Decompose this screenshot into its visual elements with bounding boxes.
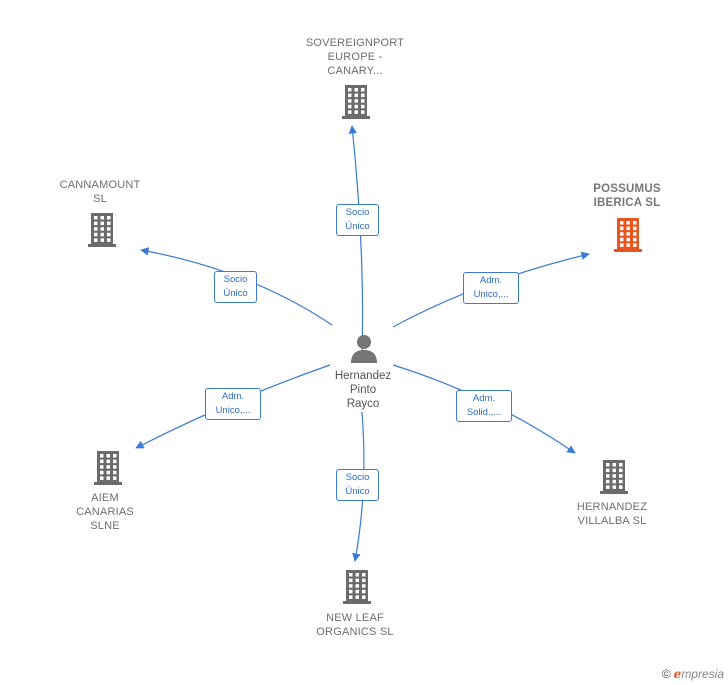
relation-label-aiem[interactable]: Adm. Unico,... [205,388,261,420]
relation-label-hernandez-villalba[interactable]: Adm. Solid.,... [456,390,512,422]
person-icon[interactable] [349,333,379,368]
company-label-hernandez-villalba[interactable]: HERNANDEZ VILLALBA SL [576,501,648,527]
company-label-sovereignport[interactable]: SOVEREIGNPORT EUROPE - CANARY... [305,37,405,77]
relation-label-sovereignport[interactable]: Socio Único [336,204,379,236]
relation-label-possumus[interactable]: Adm. Unico,... [463,272,519,304]
company-label-new-leaf[interactable]: NEW LEAF ORGANICS SL [316,612,394,638]
company-label-cannamount[interactable]: CANNAMOUNT SL [59,179,141,205]
copyright-icon: © [661,667,671,681]
building-icon-new-leaf[interactable] [343,570,371,604]
building-icon-aiem[interactable] [94,451,122,485]
empresia-logo: ©empresia [661,667,724,681]
building-icon-possumus[interactable] [614,218,642,252]
building-icon-hernandez-villalba[interactable] [600,460,628,494]
building-icon-cannamount[interactable] [88,213,116,247]
company-label-possumus[interactable]: POSSUMUS IBERICA SL [593,183,661,209]
company-label-aiem[interactable]: AIEM CANARIAS SLNE [76,492,134,532]
center-person-name[interactable]: Hernandez Pinto Rayco [334,370,392,410]
relation-label-cannamount[interactable]: Socio Único [214,271,257,303]
edge-sovereignport [348,125,364,356]
relation-label-new-leaf[interactable]: Socio Único [336,469,379,501]
building-icon-sovereignport[interactable] [342,85,370,119]
